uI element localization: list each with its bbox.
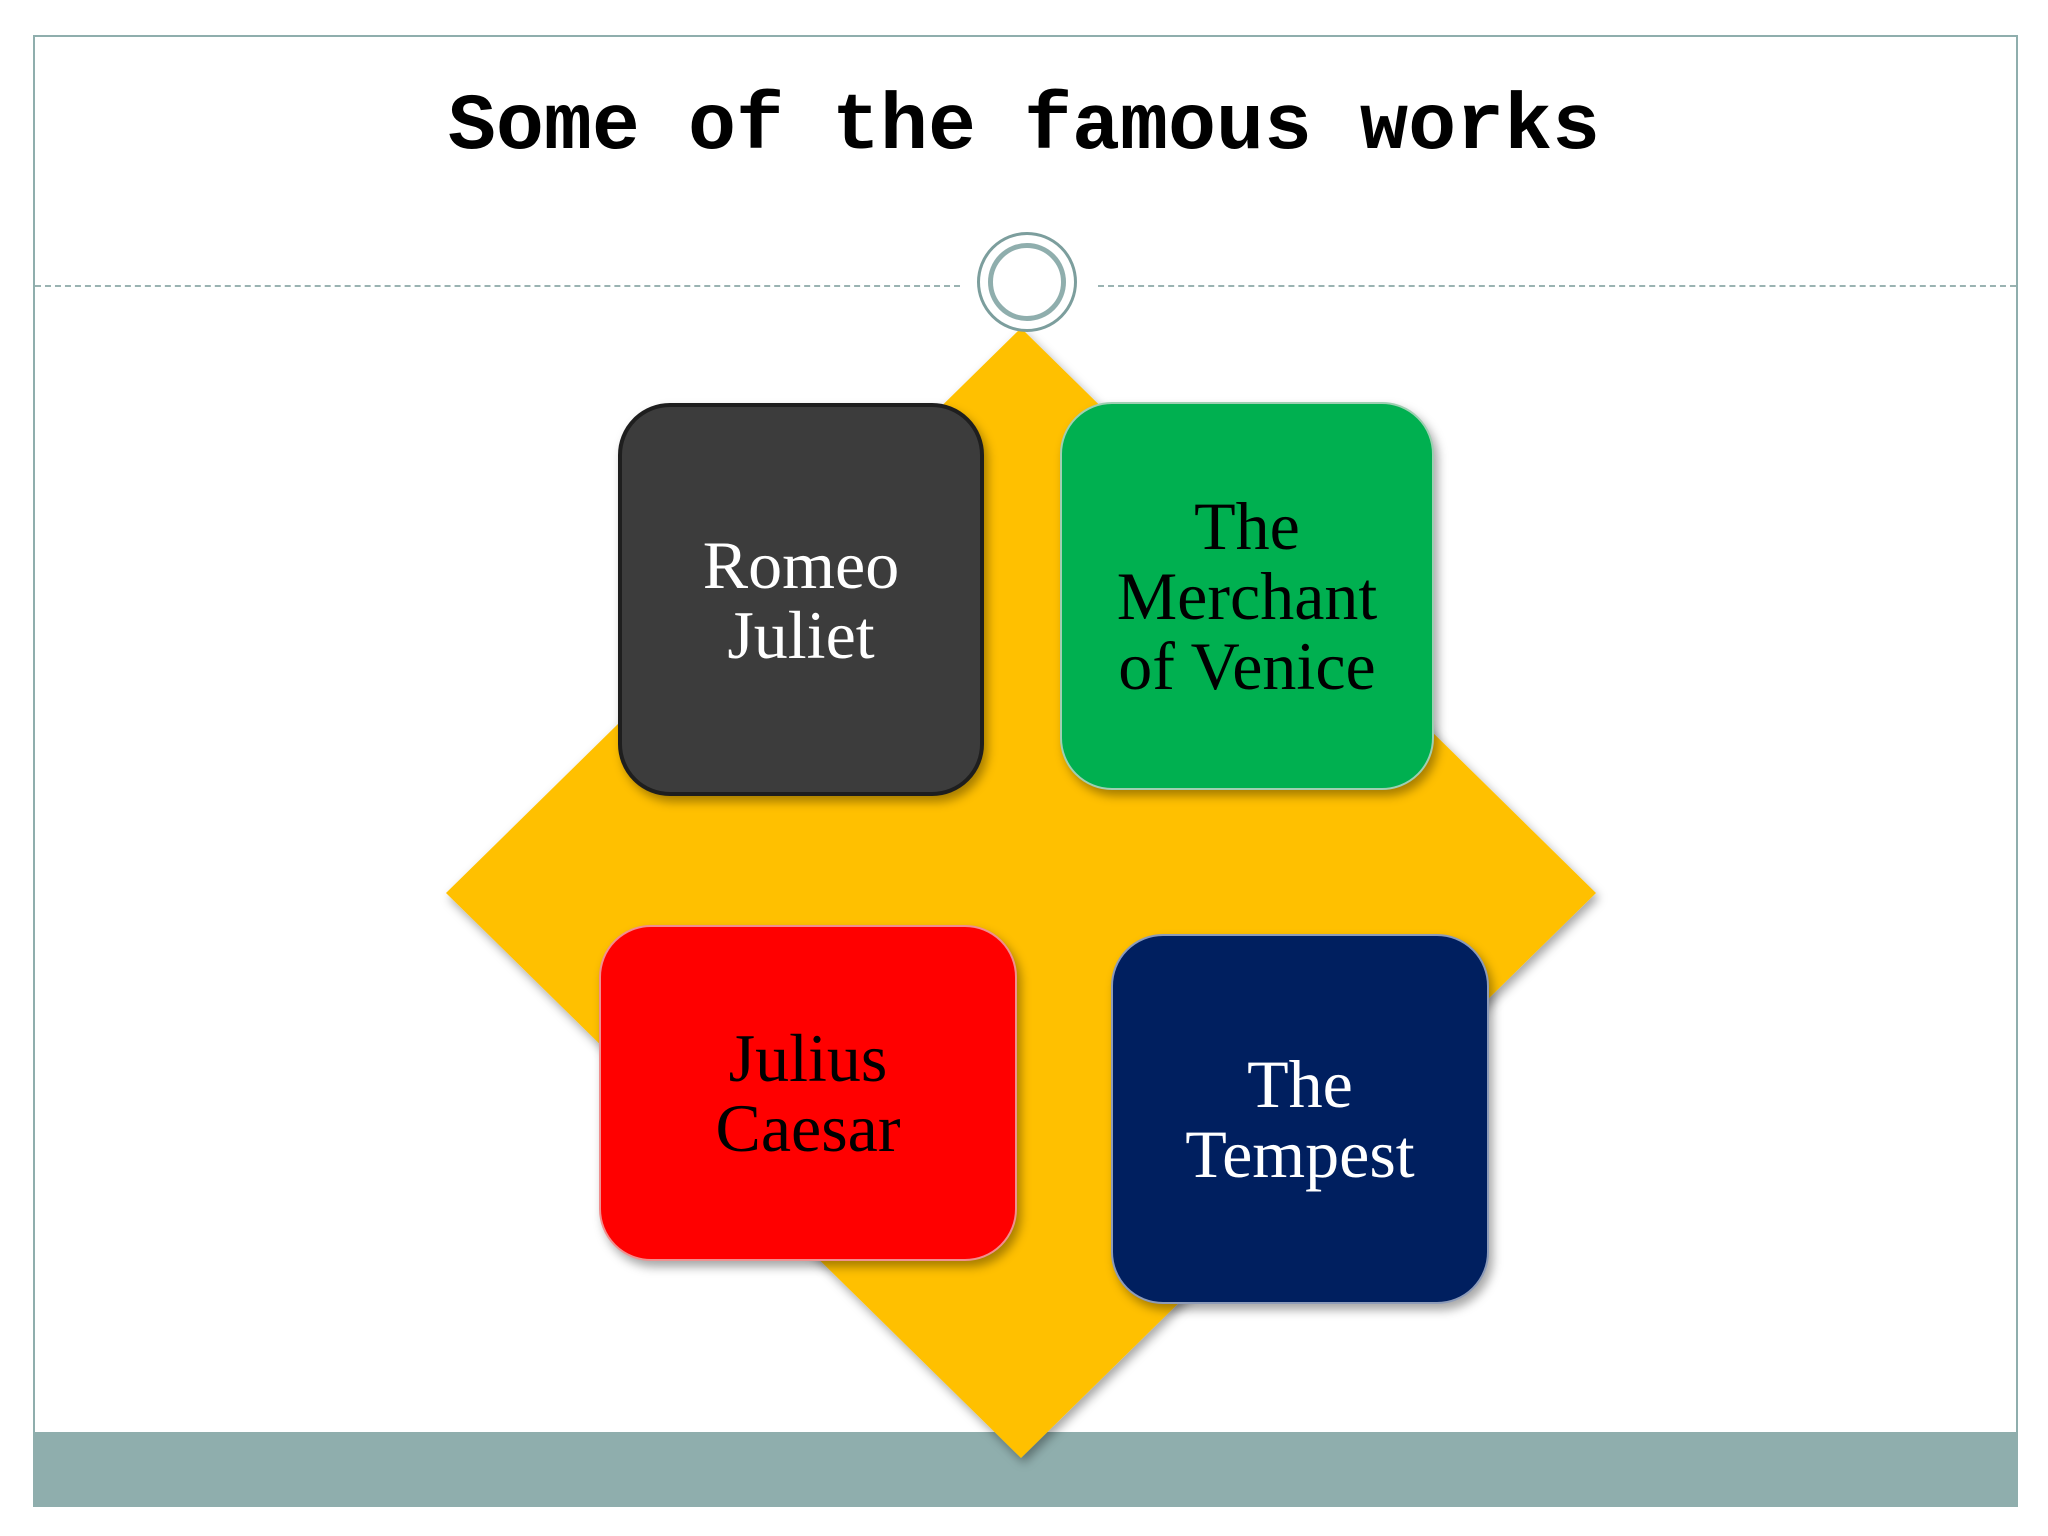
tile-label: The Tempest [1185, 1046, 1415, 1192]
slide-title: Some of the famous works [447, 82, 1601, 173]
tile-romeo-juliet: Romeo Juliet [618, 403, 984, 796]
title-divider-left [35, 285, 960, 287]
tile-julius-caesar: Julius Caesar [599, 925, 1017, 1261]
tile-merchant-of-venice: The Merchant of Venice [1060, 402, 1434, 790]
title-divider-right [1098, 285, 2016, 287]
tile-label: Julius Caesar [715, 1020, 901, 1166]
tile-label: The Merchant of Venice [1116, 488, 1378, 704]
tile-label: Romeo Juliet [702, 526, 900, 673]
tile-the-tempest: The Tempest [1111, 934, 1489, 1304]
ring-inner [988, 243, 1066, 321]
ring-ornament-icon [977, 232, 1077, 332]
